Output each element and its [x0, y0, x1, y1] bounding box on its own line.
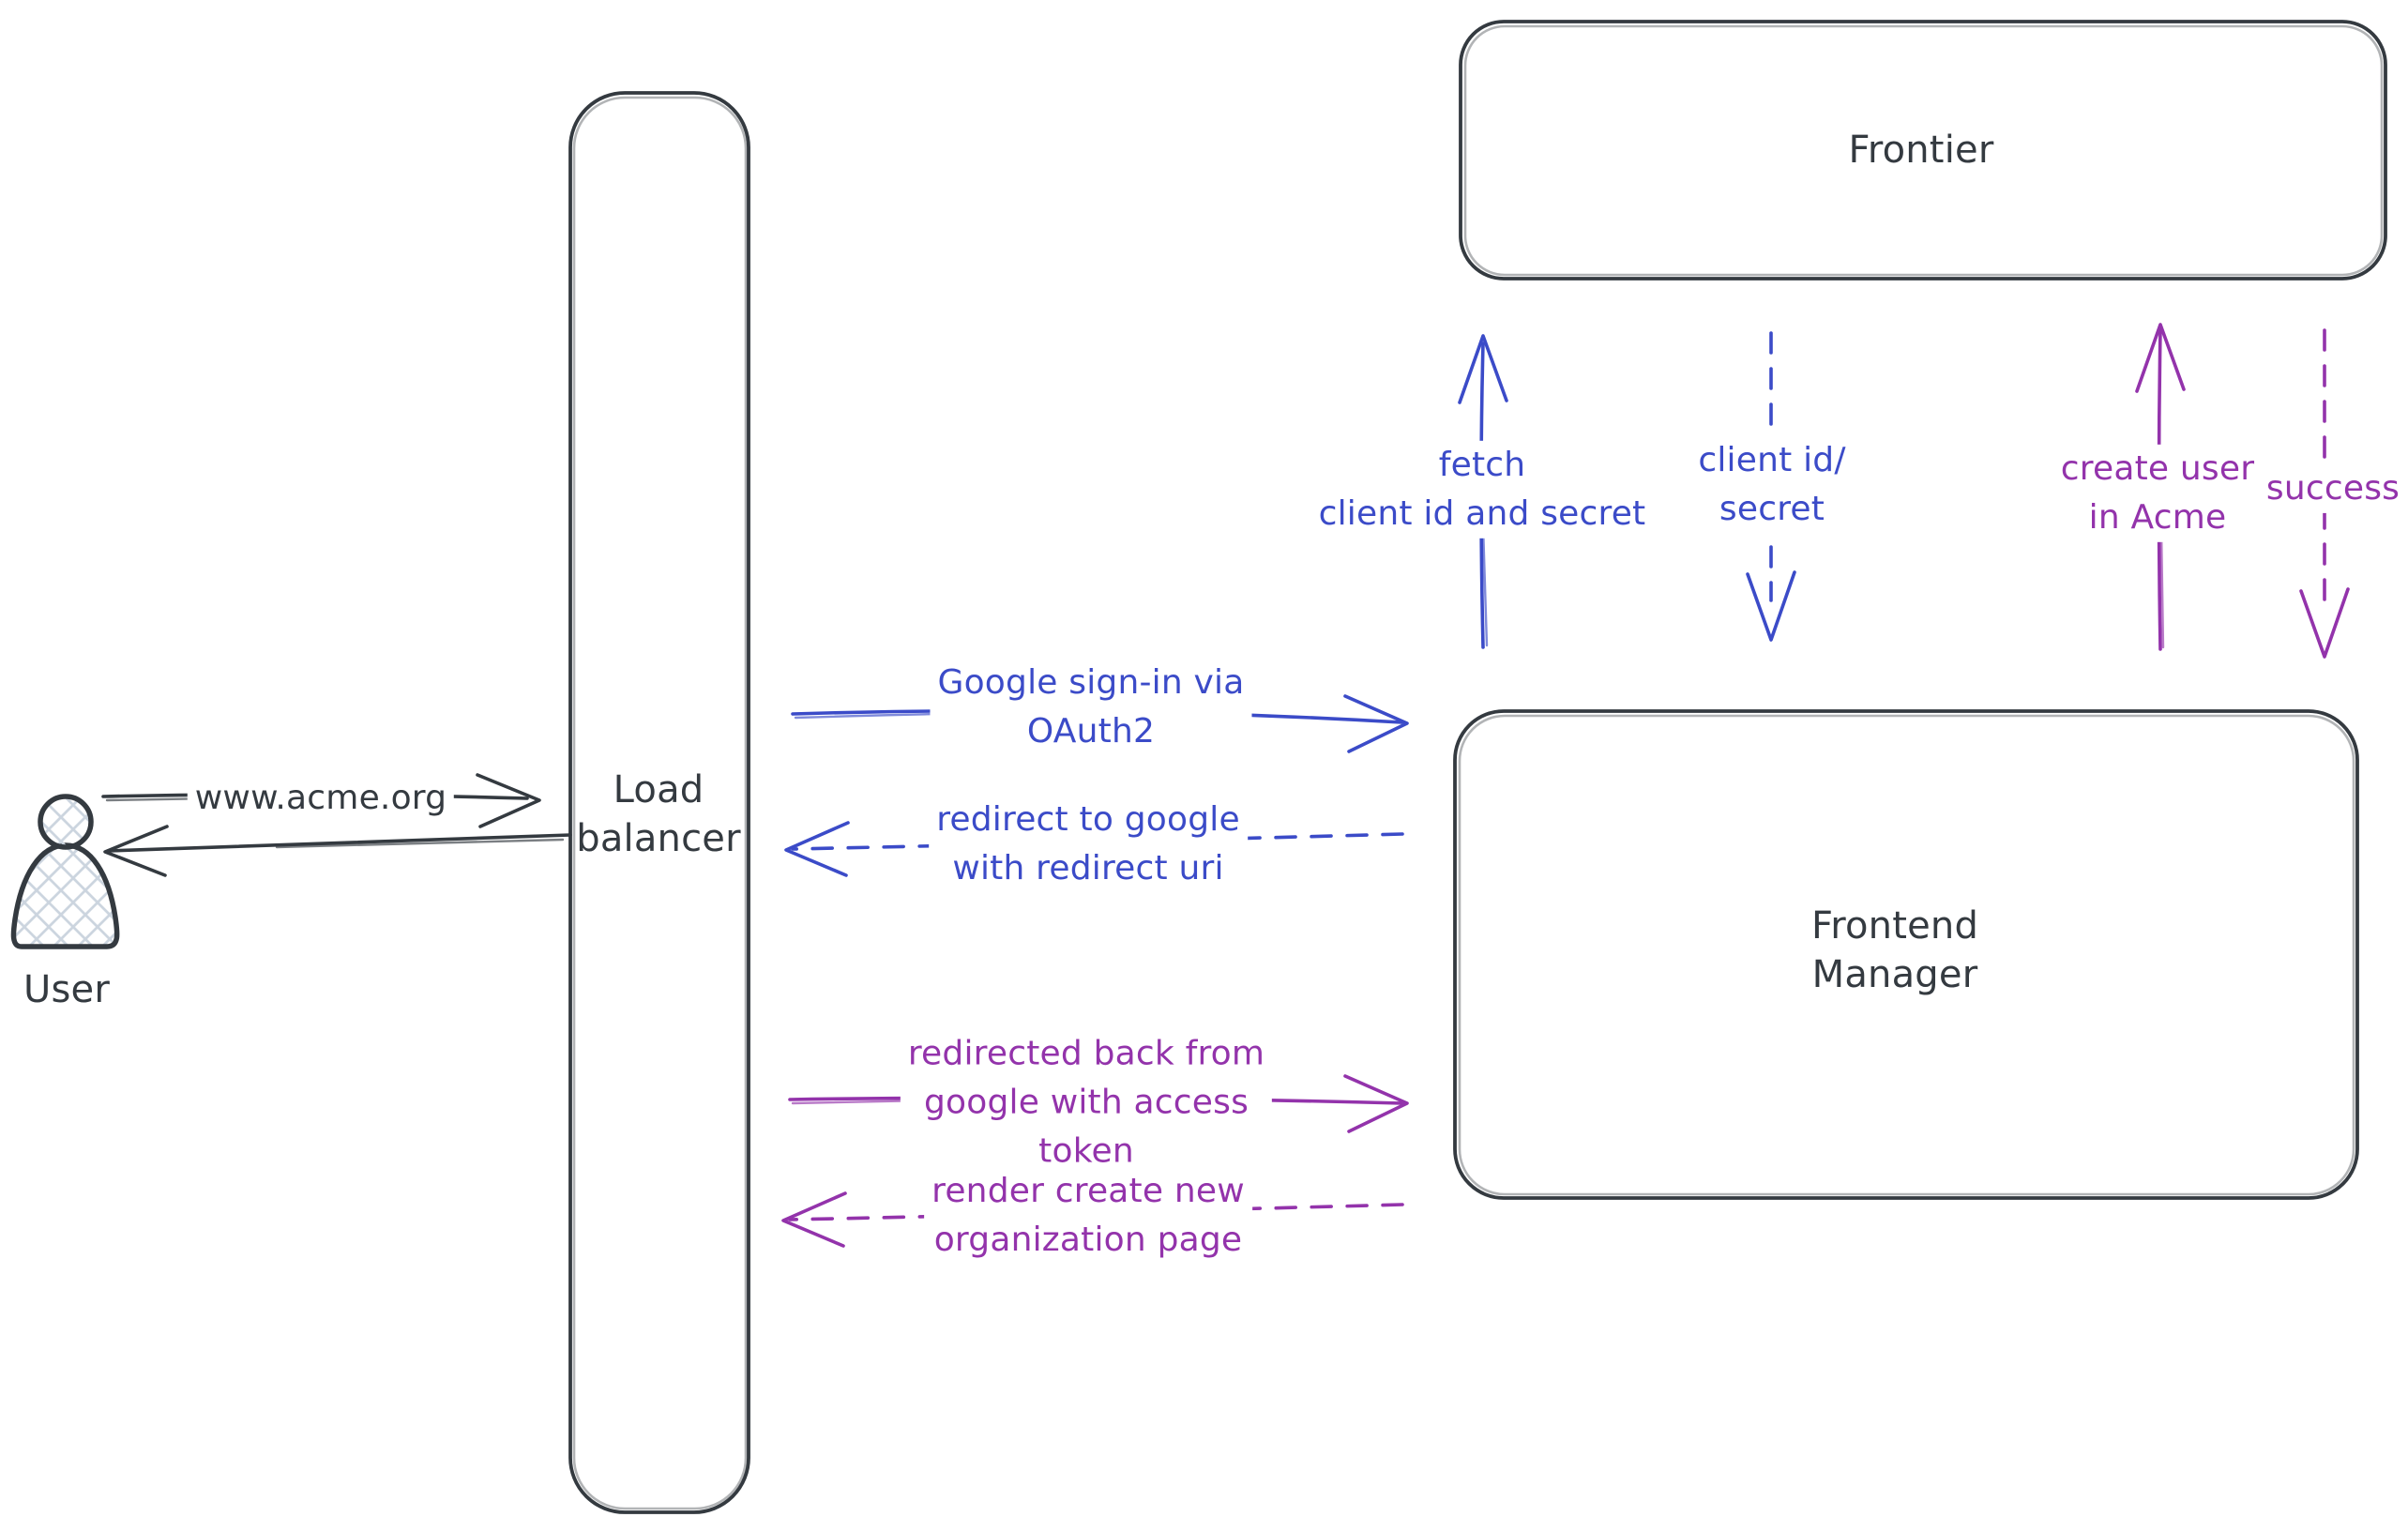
- frontend-manager-box: [1453, 709, 2359, 1200]
- label-www-acme: www.acme.org: [187, 773, 455, 824]
- label-redirect-to-google: redirect to google with redirect uri: [929, 795, 1248, 894]
- person-body: [10, 842, 120, 949]
- label-create-user: create user in Acme: [2052, 444, 2263, 543]
- label-google-signin: Google sign-in via OAuth2: [930, 658, 1252, 757]
- user-label: User: [23, 968, 110, 1011]
- load-balancer-box: [568, 91, 750, 1514]
- label-client-id-secret: client id/ secret: [1690, 435, 1854, 535]
- label-redirected-back: redirected back from google with access …: [900, 1029, 1273, 1177]
- user-person-icon: [10, 794, 120, 949]
- label-fetch-client-creds: fetch client id and secret: [1310, 440, 1654, 539]
- frontier-label: Frontier: [1848, 129, 1994, 172]
- label-render-org-page: render create new organization page: [924, 1166, 1252, 1266]
- load-balancer-label: Load balancer: [576, 768, 741, 860]
- frontier-box: [1459, 20, 2387, 281]
- arrow-client-id-secret: [1746, 331, 1796, 642]
- label-success: success: [2258, 463, 2408, 514]
- frontend-manager-label: Frontend Manager: [1810, 904, 1979, 996]
- arrow-lb-response: [103, 825, 572, 877]
- person-head: [38, 794, 94, 850]
